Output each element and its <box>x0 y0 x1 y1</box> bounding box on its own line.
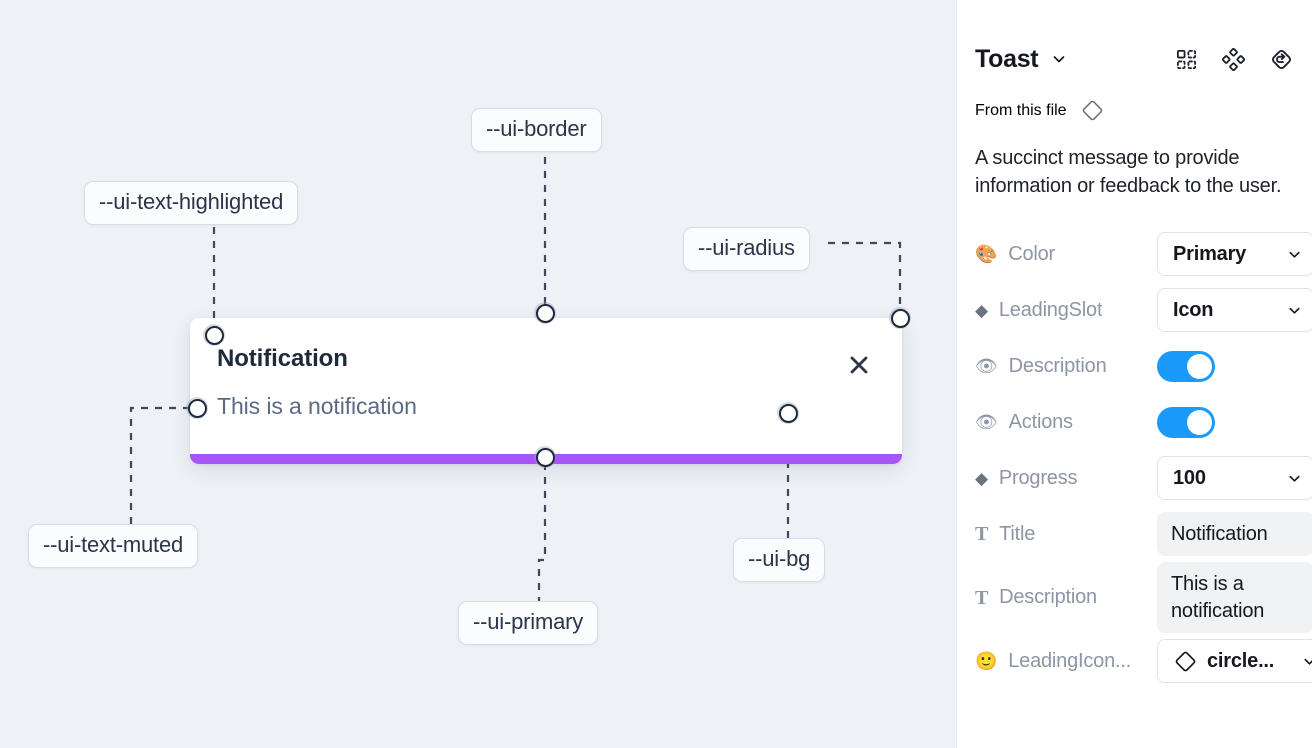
property-row-title: T Title Notification <box>975 506 1312 562</box>
property-label-leading-slot: ◆ LeadingSlot <box>975 298 1103 321</box>
component-set-icon[interactable] <box>1175 48 1198 71</box>
property-row-description-text: T Description This is a notification <box>975 562 1312 634</box>
panel-header: Toast <box>975 28 1294 90</box>
property-label-description-visibility: 👁 Description <box>975 354 1107 377</box>
property-row-leading-slot: ◆ LeadingSlot Icon <box>975 282 1312 338</box>
chevron-down-icon <box>1302 654 1312 669</box>
chevron-down-icon <box>1287 247 1302 262</box>
annotation-handle-ui-radius[interactable] <box>889 307 911 329</box>
description-toggle[interactable] <box>1157 350 1215 382</box>
toast-component-preview[interactable]: Notification This is a notification <box>190 318 902 464</box>
eye-emoji-icon: 👁 <box>975 412 998 433</box>
text-icon: T <box>975 586 989 609</box>
property-label-title: T Title <box>975 522 1036 546</box>
property-label-actions-visibility: 👁 Actions <box>975 410 1073 433</box>
eye-emoji-icon: 👁 <box>975 356 998 377</box>
chevron-down-icon <box>1287 303 1302 318</box>
diamond-icon: ◆ <box>975 300 988 320</box>
annotation-handle-ui-primary[interactable] <box>534 446 556 468</box>
annotation-chip-ui-text-highlighted[interactable]: --ui-text-highlighted <box>84 181 299 225</box>
text-icon: T <box>975 523 989 546</box>
annotation-chip-ui-border[interactable]: --ui-border <box>471 108 602 152</box>
diamond-icon: ◆ <box>975 468 988 488</box>
property-label-description-text: T Description <box>975 586 1097 609</box>
actions-toggle[interactable] <box>1157 406 1215 438</box>
leading-slot-select[interactable]: Icon <box>1157 288 1312 333</box>
property-label-progress: ◆ Progress <box>975 466 1078 489</box>
close-icon[interactable] <box>844 350 874 380</box>
annotation-handle-ui-text-highlighted[interactable] <box>203 324 225 346</box>
design-canvas[interactable]: Notification This is a notification --ui… <box>0 0 956 748</box>
palette-emoji-icon: 🎨 <box>975 244 998 265</box>
panel-header-actions <box>1175 47 1294 72</box>
chevron-down-icon[interactable] <box>1051 51 1067 67</box>
progress-select[interactable]: 100 <box>1157 456 1312 501</box>
property-label-color: 🎨 Color <box>975 242 1056 265</box>
toast-title: Notification <box>217 345 348 372</box>
annotation-handle-ui-border[interactable] <box>534 302 556 324</box>
component-icon[interactable] <box>1222 47 1245 71</box>
from-this-file-label: From this file <box>975 101 1067 119</box>
annotation-handle-ui-text-muted[interactable] <box>186 397 208 419</box>
property-row-progress: ◆ Progress 100 <box>975 450 1312 506</box>
color-select[interactable]: Primary <box>1157 232 1312 277</box>
property-row-leading-icon: 🙂 LeadingIcon... circle... <box>975 633 1312 689</box>
panel-title: Toast <box>975 44 1039 73</box>
annotation-chip-ui-primary[interactable]: --ui-primary <box>458 601 599 645</box>
from-this-file-row: From this file <box>975 98 1294 123</box>
smiley-emoji-icon: 🙂 <box>975 651 998 672</box>
annotation-chip-ui-radius[interactable]: --ui-radius <box>683 227 810 271</box>
title-input[interactable]: Notification <box>1157 511 1312 557</box>
properties-list: 🎨 Color Primary ◆ LeadingSlot <box>975 226 1312 689</box>
property-row-color: 🎨 Color Primary <box>975 226 1312 282</box>
component-description: A succinct message to provide informatio… <box>975 147 1282 197</box>
property-label-leading-icon: 🙂 LeadingIcon... <box>975 649 1132 672</box>
annotation-handle-ui-bg[interactable] <box>777 402 799 424</box>
leading-icon-select[interactable]: circle... <box>1157 639 1312 684</box>
chevron-down-icon <box>1287 471 1302 486</box>
properties-panel: Toast <box>956 0 1312 748</box>
property-row-description-visibility: 👁 Description <box>975 338 1294 394</box>
description-input[interactable]: This is a notification <box>1157 562 1312 634</box>
reset-instance-icon[interactable] <box>1269 47 1294 72</box>
property-row-actions-visibility: 👁 Actions <box>975 394 1294 450</box>
annotation-chip-ui-text-muted[interactable]: --ui-text-muted <box>28 524 199 568</box>
annotation-chip-ui-bg[interactable]: --ui-bg <box>733 538 826 582</box>
diamond-icon <box>1080 98 1105 123</box>
toast-description: This is a notification <box>217 393 417 419</box>
diamond-icon <box>1173 649 1198 674</box>
